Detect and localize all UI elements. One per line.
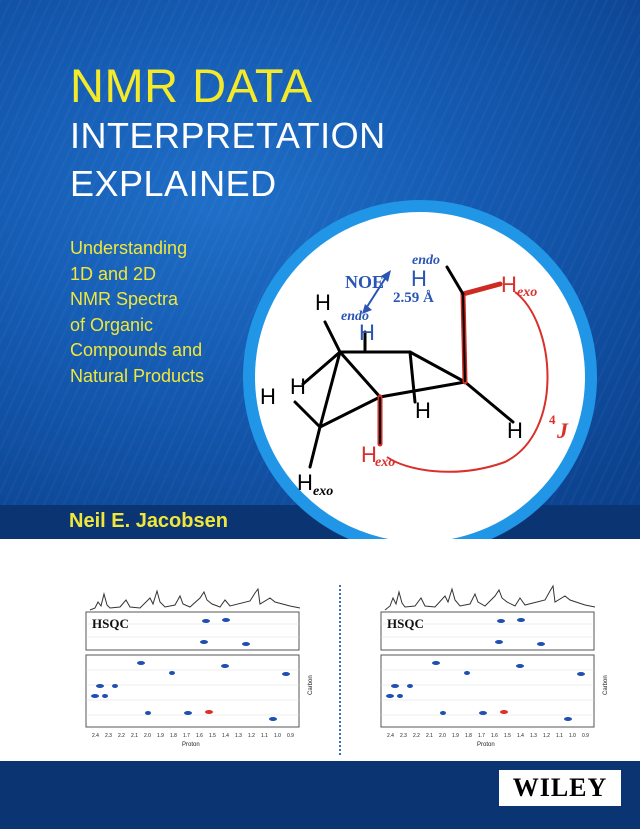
subtitle-line: NMR Spectra xyxy=(70,289,179,309)
subtitle-line: 1D and 2D xyxy=(70,263,157,284)
exo-label-top: exo xyxy=(517,285,537,300)
h-exo-red: H xyxy=(361,442,377,467)
x-tick: 1.1 xyxy=(556,733,563,739)
x-tick: 1.0 xyxy=(569,733,576,739)
x-tick: 2.4 xyxy=(92,733,99,739)
author-name: Neil E. Jacobsen xyxy=(69,510,228,532)
hsqc-label: HSQC xyxy=(92,616,129,631)
x-tick: 1.9 xyxy=(452,733,459,739)
x-tick: 0.9 xyxy=(287,733,294,739)
x-tick: 1.3 xyxy=(235,733,242,739)
h-exo-top: H xyxy=(501,272,517,297)
x-tick: 1.4 xyxy=(517,733,524,739)
coupling-superscript: 4 xyxy=(549,412,556,427)
h-atom: H xyxy=(415,398,431,423)
endo-label-top: endo xyxy=(412,253,440,268)
hsqc-spectrum-left: HSQC 2.4 2.3 2.2 2.1 2.0 1.9 1.8 1.7 1.6… xyxy=(85,587,314,748)
x-tick: 1.8 xyxy=(465,733,472,739)
y-axis-label: Carbon xyxy=(603,675,609,695)
title-line-1: NMR DATA xyxy=(70,59,313,112)
x-tick: 1.3 xyxy=(530,733,537,739)
x-tick: 1.5 xyxy=(209,733,216,739)
molecule-diagram: endo H NOE 2.59 Å endo H H exo H exo 4 J… xyxy=(260,253,569,499)
x-tick: 1.6 xyxy=(196,733,203,739)
x-tick: 2.0 xyxy=(144,733,151,739)
y-axis-label: Carbon xyxy=(308,675,314,695)
x-tick: 1.2 xyxy=(248,733,255,739)
x-tick: 1.5 xyxy=(504,733,511,739)
subtitle-line: Compounds and xyxy=(70,340,203,360)
h-atom: H xyxy=(260,384,276,409)
x-tick: 2.4 xyxy=(387,733,394,739)
x-tick: 2.3 xyxy=(105,733,112,739)
coupling-label: J xyxy=(556,418,569,443)
x-axis-label: Proton xyxy=(477,742,495,748)
exo-label-red: exo xyxy=(375,455,395,470)
publisher-logo-box xyxy=(499,770,621,806)
noe-label: NOE xyxy=(345,272,384,292)
x-tick: 2.1 xyxy=(131,733,138,739)
x-tick: 2.1 xyxy=(426,733,433,739)
hsqc-spectrum-right: HSQC 2.4 2.3 2.2 2.1 2.0 1.9 1.8 1.7 1.6… xyxy=(380,584,609,748)
x-tick: 1.0 xyxy=(274,733,281,739)
x-tick: 1.2 xyxy=(543,733,550,739)
h-endo-bottom: H xyxy=(359,320,375,345)
h-atom: H xyxy=(507,418,523,443)
h-atom: H xyxy=(315,290,331,315)
x-tick: 2.3 xyxy=(400,733,407,739)
publisher-logo: WILEY xyxy=(512,773,608,802)
distance-label: 2.59 Å xyxy=(393,290,434,306)
title-line-3: EXPLAINED xyxy=(70,163,277,204)
x-tick: 1.7 xyxy=(183,733,190,739)
subtitle-line: Natural Products xyxy=(70,365,205,386)
subtitle-line: Understanding xyxy=(70,238,188,258)
title-line-2: INTERPRETATION xyxy=(70,115,386,156)
x-tick: 1.6 xyxy=(491,733,498,739)
x-axis-label: Proton xyxy=(182,742,200,748)
x-tick: 1.9 xyxy=(157,733,164,739)
x-tick: 1.4 xyxy=(222,733,229,739)
x-tick: 1.7 xyxy=(478,733,485,739)
exo-label-bottom: exo xyxy=(313,484,333,499)
subtitle: Understanding 1D and 2D NMR Spectra of O… xyxy=(70,236,204,389)
x-tick: 2.0 xyxy=(439,733,446,739)
hsqc-label: HSQC xyxy=(387,616,424,631)
h-atom: H xyxy=(297,470,313,495)
x-tick: 2.2 xyxy=(118,733,125,739)
endo-label-bottom: endo xyxy=(341,309,369,324)
spectra-divider xyxy=(339,585,341,755)
h-endo-top: H xyxy=(411,266,427,291)
x-tick: 2.2 xyxy=(413,733,420,739)
x-tick: 0.9 xyxy=(582,733,589,739)
subtitle-line: of Organic xyxy=(70,314,154,335)
x-tick: 1.1 xyxy=(261,733,268,739)
h-atom: H xyxy=(290,374,306,399)
x-tick: 1.8 xyxy=(170,733,177,739)
